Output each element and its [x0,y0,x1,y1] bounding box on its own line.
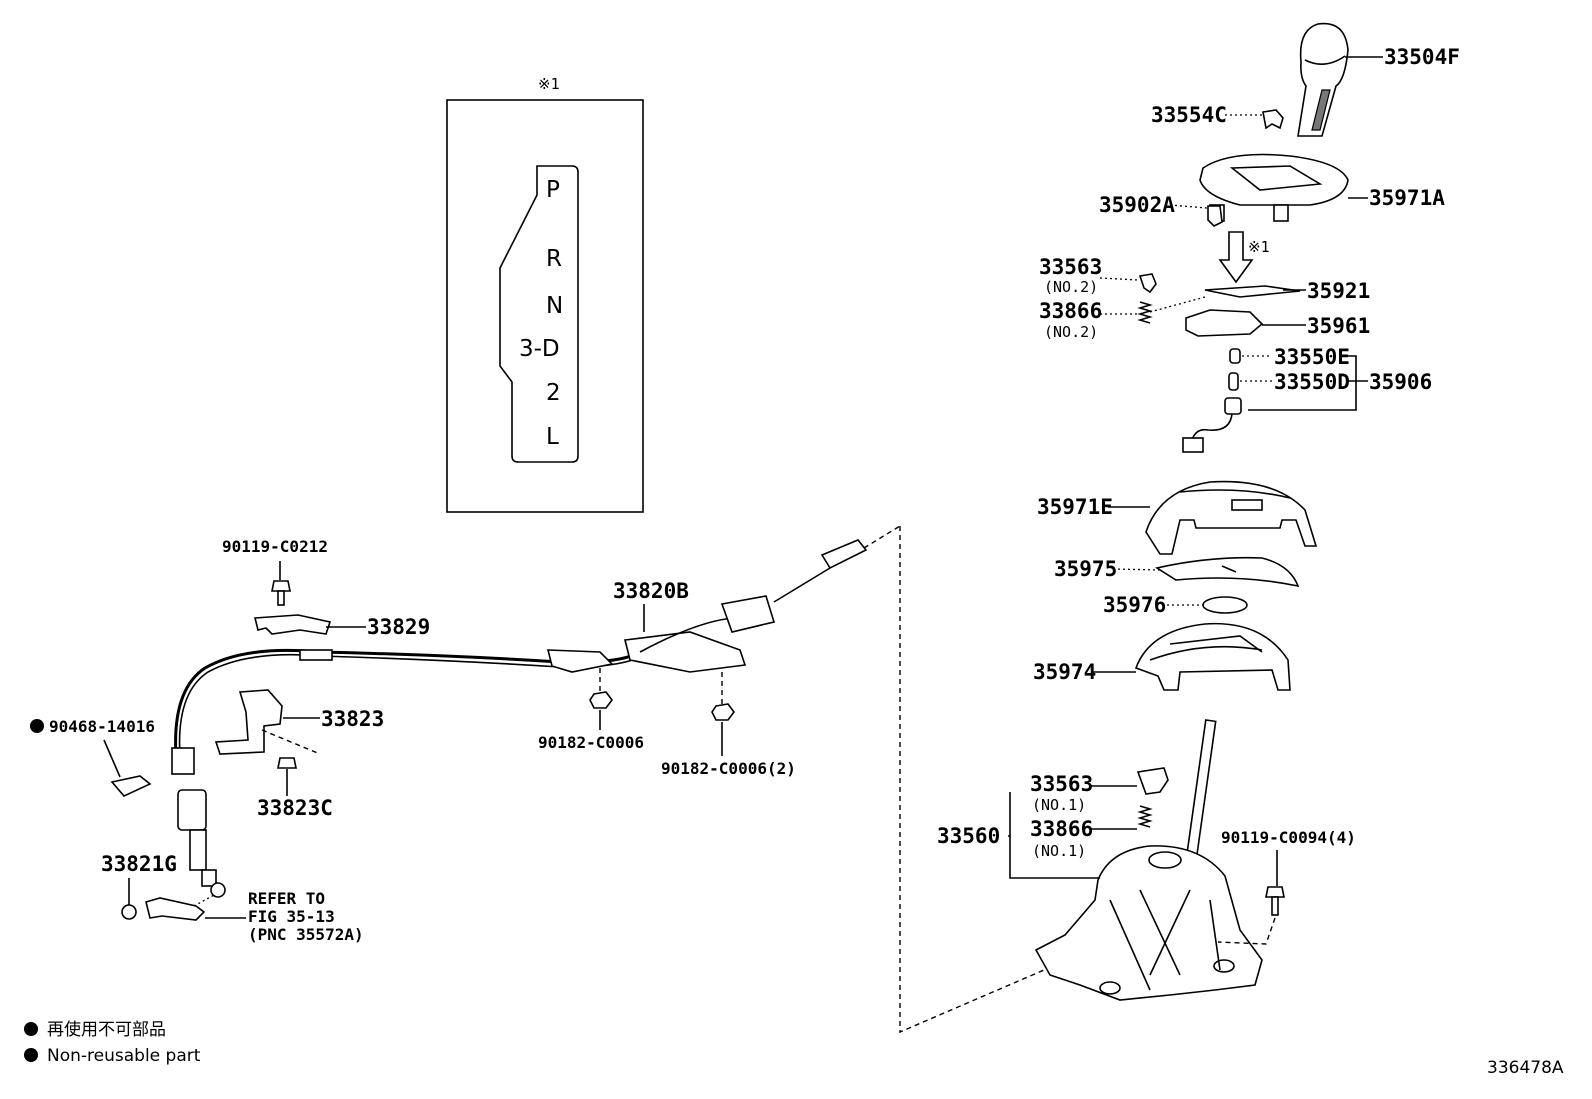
shift-cable-33820B [171,539,868,898]
gate-pos-3d: 3-D [519,336,560,362]
lever-35572A [145,897,206,921]
disc-35976 [1202,596,1248,614]
sub-33563-no2: (NO.2) [1044,278,1098,296]
label-90182-C0006-2: 90182-C0006(2) [661,759,796,778]
clip-90468-14016 [110,775,152,797]
clip-33554C [1262,109,1284,130]
label-33823: 33823 [321,707,384,731]
bulb-33550E [1229,348,1241,364]
housing-35974 [1134,622,1291,691]
label-35974: 35974 [1033,660,1096,684]
legend: 再使用不可部品 Non-reusable part [24,1019,201,1066]
gate-pos-2: 2 [546,380,561,406]
label-35906: 35906 [1369,370,1432,394]
legend-jp: 再使用不可部品 [47,1019,166,1040]
label-33504F: 33504F [1384,45,1460,69]
part-33563-no1 [1136,767,1169,795]
shift-gate-inset: ※1 P R N 3-D 2 L [446,75,644,513]
sub-33866-no2: (NO.2) [1044,323,1098,341]
label-33823C: 33823C [257,796,333,820]
gate-pos-r: R [546,246,562,272]
bolt-33823C [277,757,297,769]
spring-33866-no1 [1137,805,1153,828]
indicator-plate [1199,153,1349,222]
shift-knob [1297,22,1349,137]
refer-note-line3: (PNC 35572A) [248,925,364,944]
legend-dot-icon [24,1048,38,1062]
label-35976: 35976 [1103,593,1166,617]
gate-pos-p: P [546,177,560,203]
cable-connection-line [899,526,1045,1034]
non-reusable-marker-icon [30,719,44,733]
label-35975: 35975 [1054,557,1117,581]
gate-outline [499,165,579,463]
label-33563-no2: 33563 [1039,255,1102,279]
label-90182-C0006: 90182-C0006 [538,733,644,752]
label-33550D: 33550D [1274,370,1350,394]
label-33550E: 33550E [1274,345,1350,369]
legend-dot-icon [24,1022,38,1036]
sub-33563-no1: (NO.1) [1032,796,1086,814]
gate-pos-n: N [546,293,563,319]
bolt-90119-C0212 [271,580,291,606]
label-33560: 33560 [937,824,1000,848]
slide-plate-35921 [1204,285,1301,298]
nut-90182-C0006 [589,691,613,709]
view-arrow: ※1 [1218,231,1270,284]
label-33820B: 33820B [613,579,689,603]
figure-id: 336478A [1487,1058,1564,1078]
label-35971E: 35971E [1037,495,1113,519]
nut-33821G [121,904,137,920]
sub-33866-no1: (NO.1) [1032,842,1086,860]
label-35971A: 35971A [1369,186,1445,210]
refer-note-line2: FIG 35-13 [248,907,335,926]
inset-frame [446,99,644,513]
nut-90182-C0006-2 [711,703,735,721]
label-33563-no1: 33563 [1030,772,1093,796]
bracket-33823 [214,689,283,755]
cover-35971E [1145,480,1318,555]
bolt-90119-C0094 [1265,886,1285,916]
plate-35975 [1154,556,1300,588]
label-90119-C0094: 90119-C0094(4) [1221,828,1356,847]
label-33554C: 33554C [1151,103,1227,127]
view-arrow-marker: ※1 [1248,238,1270,256]
shift-lever-base-33560 [1034,719,1263,1001]
bracket-33829 [253,614,332,635]
bulb-33550D [1228,372,1239,391]
view-marker-label: ※1 [538,75,560,93]
clip-35902A [1207,205,1223,227]
part-35961 [1185,309,1264,337]
label-90468-14016: 90468-14016 [49,717,155,736]
part-33563-no2 [1138,273,1157,294]
gate-pos-l: L [546,424,559,450]
wire-harness-35906 [1182,397,1242,453]
label-33866-no2: 33866 [1039,299,1102,323]
label-35961: 35961 [1307,314,1370,338]
refer-note-line1: REFER TO [248,889,325,908]
label-35921: 35921 [1307,279,1370,303]
label-35902A: 35902A [1099,193,1175,217]
label-90119-C0212: 90119-C0212 [222,537,328,556]
label-33829: 33829 [367,615,430,639]
spring-33866-no2 [1137,301,1153,324]
label-33866-no1: 33866 [1030,817,1093,841]
label-33821G: 33821G [101,852,177,876]
legend-en: Non-reusable part [47,1046,201,1066]
